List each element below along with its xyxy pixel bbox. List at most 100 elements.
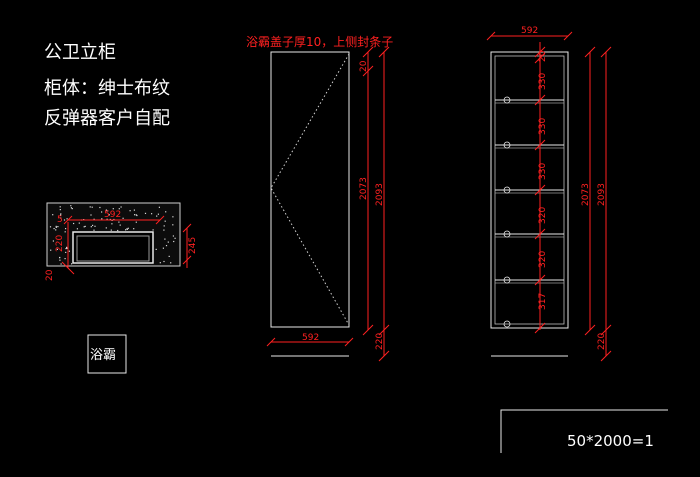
speckle-dot bbox=[56, 248, 58, 250]
speckle-dot bbox=[90, 214, 92, 216]
cabinet-outline bbox=[490, 51, 569, 329]
shelf-dim-label: 330 bbox=[538, 163, 548, 180]
front-tick bbox=[266, 337, 276, 347]
speckle-dot bbox=[92, 224, 94, 226]
speckle-dot bbox=[57, 226, 59, 228]
side-tick bbox=[486, 31, 496, 41]
side-tick bbox=[584, 324, 596, 336]
plan-tick bbox=[63, 215, 73, 225]
speckle-dot bbox=[106, 218, 108, 220]
speckle-dot bbox=[156, 215, 158, 217]
speckle-dot bbox=[73, 222, 75, 225]
shelf-pin bbox=[503, 96, 511, 104]
front-overall-label: 2093 bbox=[375, 183, 385, 206]
speckle-dot bbox=[49, 226, 52, 228]
speckle-dot bbox=[91, 206, 93, 208]
speckle-dot bbox=[168, 255, 170, 257]
speckle-dot bbox=[158, 206, 160, 208]
speckle-dot bbox=[76, 228, 78, 230]
shelf-ticks bbox=[534, 46, 546, 334]
plan-bottom-label: 20 bbox=[45, 269, 55, 281]
shelf-tick bbox=[534, 322, 546, 334]
speckle-dot bbox=[135, 214, 137, 216]
speckle-dot bbox=[101, 211, 103, 213]
speckle-dot bbox=[110, 229, 112, 231]
speckle-dot bbox=[65, 248, 67, 250]
speckle-dot bbox=[105, 227, 107, 229]
shelf-tick bbox=[534, 139, 546, 151]
speckle-dot bbox=[55, 225, 57, 227]
shelf-tick bbox=[534, 46, 546, 58]
speckle-dot bbox=[173, 240, 175, 243]
speckle-dot bbox=[134, 214, 136, 216]
speckle-dot bbox=[152, 229, 154, 231]
speckle-dot bbox=[60, 214, 62, 216]
plan-tick bbox=[155, 215, 165, 225]
speckle-dot bbox=[78, 222, 80, 224]
speckle-dot bbox=[71, 263, 73, 265]
note-title: 公卫立柜 bbox=[44, 42, 116, 63]
speckle-dot bbox=[133, 228, 135, 230]
speckle-dot bbox=[129, 210, 131, 212]
front-tick bbox=[362, 324, 374, 336]
speckle-dot bbox=[60, 263, 62, 265]
speckle-dot bbox=[162, 247, 164, 249]
plan-depth-label: 220 bbox=[55, 235, 65, 252]
side-tick bbox=[600, 324, 612, 336]
speckle-dot bbox=[93, 229, 95, 231]
speckle-dot bbox=[70, 207, 72, 209]
speckle-dot bbox=[84, 225, 86, 227]
speckle-dot bbox=[163, 229, 165, 231]
speckle-dot bbox=[159, 262, 161, 264]
shelf-dim-label: 330 bbox=[538, 118, 548, 135]
note-material: 柜体：绅士布纹 bbox=[44, 78, 170, 99]
shelf-dim-label: 20 bbox=[538, 50, 548, 62]
front-tick bbox=[378, 350, 390, 362]
shelf-tick bbox=[534, 52, 546, 64]
side-elevation: 592 20 330 330 330 320 320 317 2073 2093… bbox=[486, 26, 612, 362]
shelf-tick bbox=[534, 274, 546, 286]
side-tick bbox=[584, 46, 596, 58]
plan-opening bbox=[72, 231, 154, 264]
speckle-dot bbox=[163, 260, 165, 263]
speckle-dot bbox=[101, 218, 103, 220]
plan-tick bbox=[182, 223, 192, 233]
plan-width-label: 592 bbox=[104, 210, 121, 220]
plan-right-label: 245 bbox=[188, 237, 198, 254]
speckle-dot bbox=[172, 235, 174, 237]
door-note: 浴霸盖子厚10，上侧封条子 bbox=[246, 35, 393, 49]
speckle-dot bbox=[170, 262, 172, 264]
speckle-dot bbox=[164, 238, 166, 240]
speckle-dot bbox=[127, 227, 129, 229]
front-tick bbox=[362, 46, 374, 58]
speckle-dot bbox=[60, 213, 62, 215]
scale-label: 50*2000=1 bbox=[567, 432, 654, 450]
speckle-dot bbox=[122, 217, 124, 219]
front-width-label: 592 bbox=[302, 333, 319, 343]
speckle-dot bbox=[99, 206, 101, 209]
plan-texture bbox=[49, 205, 176, 265]
plan-opening-inner bbox=[76, 235, 150, 262]
speckle-dot bbox=[172, 224, 174, 226]
door-swing-line bbox=[270, 53, 350, 326]
front-tick bbox=[362, 65, 374, 77]
shelf-pin bbox=[503, 230, 511, 238]
speckle-dot bbox=[65, 251, 67, 253]
label-box-text: 浴霸 bbox=[90, 348, 116, 363]
speckle-dot bbox=[59, 209, 61, 211]
plan-view: 592 5 220 20 245 bbox=[45, 202, 198, 281]
speckle-dot bbox=[68, 250, 70, 252]
speckle-dot bbox=[172, 216, 174, 218]
speckle-dot bbox=[63, 219, 66, 221]
plan-tick bbox=[182, 255, 192, 265]
shelf-pin bbox=[503, 141, 511, 149]
speckle-dot bbox=[105, 210, 108, 212]
front-tick bbox=[378, 46, 390, 58]
speckle-dot bbox=[126, 228, 128, 230]
shelf-group bbox=[495, 96, 564, 328]
speckle-dot bbox=[55, 229, 57, 231]
plan-small-label: 5 bbox=[57, 215, 63, 225]
title-block-frame bbox=[500, 409, 668, 453]
door-panel bbox=[270, 51, 350, 328]
